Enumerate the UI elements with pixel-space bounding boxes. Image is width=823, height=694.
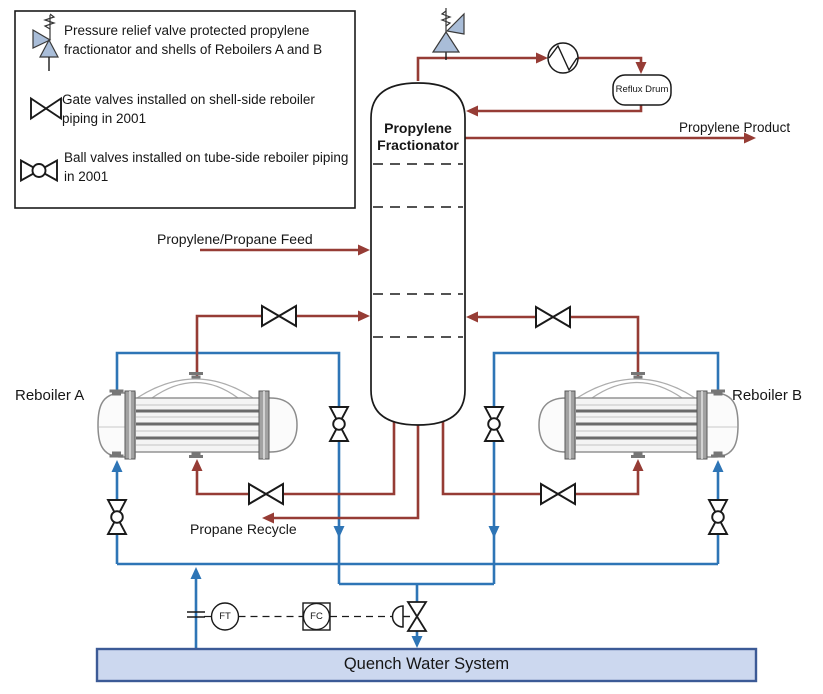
pressure-relief-valve-icon	[32, 13, 59, 71]
reflux-drum-vessel	[612, 74, 672, 106]
legend-item-ball-valve-text: Ball valves installed on tube-side reboi…	[64, 150, 349, 184]
feed-label: Propylene/Propane Feed	[157, 231, 313, 247]
flow-arrow	[488, 526, 500, 538]
nozzle-flanges	[631, 372, 725, 458]
ball-valves	[106, 406, 729, 535]
gate-valve-icon	[540, 482, 576, 506]
ball-valve-icon	[20, 158, 58, 183]
control-valve-icon	[391, 601, 428, 632]
quench-water-piping	[115, 351, 720, 649]
water-flow-arrows	[111, 460, 724, 648]
flow-arrow	[744, 132, 756, 144]
reboiler-b-water-outlet-line	[492, 351, 720, 584]
legend-box	[14, 10, 356, 209]
flow-arrow	[411, 636, 423, 648]
flow-transmitter-label: FT	[219, 611, 231, 622]
flow-arrow	[191, 459, 203, 471]
ball-valve-icon	[328, 406, 350, 442]
flow-arrow	[111, 460, 123, 472]
overhead-vapor-line	[416, 56, 536, 81]
flow-control-loop	[187, 601, 428, 632]
tube-bundle-light	[576, 404, 698, 446]
ball-valve-icon	[106, 499, 128, 535]
column-label-line2: Fractionator	[377, 137, 459, 153]
flow-arrow	[262, 512, 274, 524]
reboiler-a-vessel	[97, 372, 298, 460]
tube-bundle-light	[136, 404, 260, 446]
flow-arrow	[358, 244, 370, 256]
ball-valve-icon	[483, 406, 505, 442]
flow-arrow	[712, 460, 724, 472]
flow-arrow	[466, 311, 478, 323]
propane-recycle-line	[274, 424, 420, 520]
gate-valve-icon	[30, 96, 62, 121]
legend-item-prv-text: Pressure relief valve protected propylen…	[64, 23, 323, 57]
flow-arrow	[358, 310, 370, 322]
flow-arrow	[536, 52, 548, 64]
flow-arrow	[635, 62, 647, 74]
gate-valve-icon	[248, 482, 284, 506]
flow-arrow	[466, 105, 478, 117]
propylene-fractionator-vessel	[370, 82, 466, 426]
reflux-drum-label: Reflux Drum	[615, 84, 669, 95]
ball-valve-icon	[707, 499, 729, 535]
legend-item-gate-valve-text: Gate valves installed on shell-side rebo…	[62, 92, 315, 126]
column-label-line1: Propylene	[384, 120, 452, 136]
process-flow-arrows	[191, 52, 756, 524]
reflux-return-line	[478, 102, 643, 113]
reboiler-a-liquid-line	[195, 419, 396, 496]
flow-arrow	[333, 526, 345, 538]
reboiler-a-vapor-line	[195, 314, 358, 378]
gate-valves	[248, 304, 576, 506]
gate-valve-icon	[535, 305, 571, 329]
quench-water-system-label: Quench Water System	[343, 655, 510, 673]
propylene-product-label: Propylene Product	[679, 120, 791, 135]
quench-water-system-bar	[95, 647, 758, 683]
reboiler-a-water-outlet-line	[115, 351, 341, 584]
reboiler-b-vapor-line	[478, 315, 640, 378]
column-trays	[373, 163, 463, 338]
tube-bundle	[576, 409, 698, 440]
nozzle-flanges	[109, 372, 203, 458]
flow-arrow	[190, 567, 202, 579]
gate-valve-icon	[261, 304, 297, 328]
reboiler-b-vessel	[538, 372, 739, 460]
condenser-icon	[547, 42, 579, 74]
reboiler-b-label: Reboiler B	[732, 387, 803, 404]
tube-bundle	[136, 409, 260, 440]
flow-controller-label: FC	[310, 611, 323, 622]
propane-recycle-label: Propane Recycle	[190, 521, 297, 537]
pressure-relief-valve-icon	[431, 8, 465, 60]
reboiler-a-label: Reboiler A	[15, 387, 85, 404]
flow-arrow	[632, 459, 644, 471]
condenser-to-drum-line	[577, 56, 643, 62]
